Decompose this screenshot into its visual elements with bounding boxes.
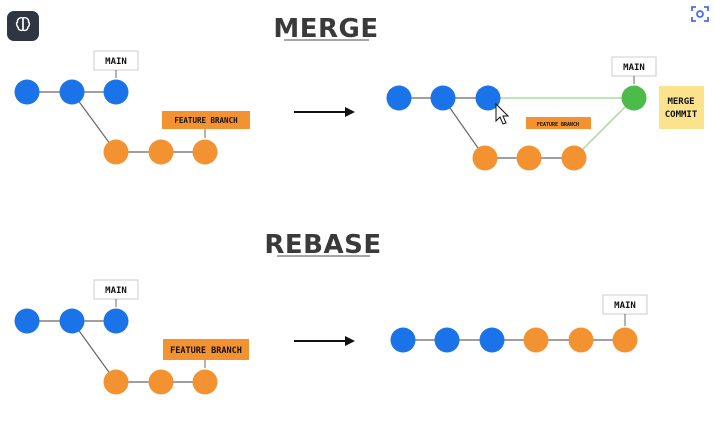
main-commit [434, 327, 460, 353]
rebase-after-graph: MAIN [390, 294, 648, 353]
feature-commit [148, 139, 174, 165]
feature-commit [103, 139, 129, 165]
merge-commit-node [621, 85, 647, 111]
feature-commit [561, 145, 587, 171]
feature-commit [103, 369, 129, 395]
feature-commit [612, 327, 638, 353]
main-commit [386, 85, 412, 111]
main-commit [103, 79, 129, 105]
merge-link [573, 97, 635, 159]
main-commit [59, 308, 85, 334]
main-commit [390, 327, 416, 353]
rebase-title: REBASE [264, 230, 381, 260]
app-menu-button[interactable] [7, 11, 39, 41]
merge-title: MERGE [273, 14, 378, 44]
main-commit [14, 308, 40, 334]
feature-label-box [526, 117, 591, 129]
main-commit [59, 79, 85, 105]
scan-icon [690, 4, 710, 28]
main-label: MAIN [614, 301, 636, 311]
feature-commit [523, 327, 549, 353]
rebase-before-graph: MAIN FEATURE BRANCH [14, 279, 249, 395]
feature-commit [192, 369, 218, 395]
feature-label-box [162, 111, 250, 129]
main-commit [103, 308, 129, 334]
merge-commit-label: MERGE [667, 97, 694, 107]
merge-commit-sticky-note [659, 86, 704, 129]
feature-commit [192, 139, 218, 165]
main-commit [430, 85, 456, 111]
feature-commit [516, 145, 542, 171]
feature-commit [148, 369, 174, 395]
feature-label-box [163, 339, 249, 360]
visual-search-button[interactable] [686, 2, 714, 30]
main-label: MAIN [105, 286, 127, 296]
main-label: MAIN [105, 57, 127, 67]
feature-label: FEATURE BRANCH [174, 116, 238, 125]
main-commit [479, 327, 505, 353]
main-label: MAIN [623, 63, 645, 73]
merge-before-graph: MAIN FEATURE BRANCH [14, 50, 250, 165]
feature-commit [472, 145, 498, 171]
merge-after-graph: MAIN FEATURE BRANCH MERGE COMMIT [386, 56, 704, 171]
merge-arrow [294, 107, 355, 117]
mouse-pointer-icon [495, 102, 510, 125]
brain-icon [14, 15, 32, 37]
feature-label: FEATURE BRANCH [170, 346, 242, 356]
feature-label: FEATURE BRANCH [537, 122, 579, 128]
rebase-arrow [294, 336, 355, 346]
main-commit [475, 85, 501, 111]
main-commit [14, 79, 40, 105]
merge-commit-label: COMMIT [665, 110, 698, 120]
feature-commit [568, 327, 594, 353]
